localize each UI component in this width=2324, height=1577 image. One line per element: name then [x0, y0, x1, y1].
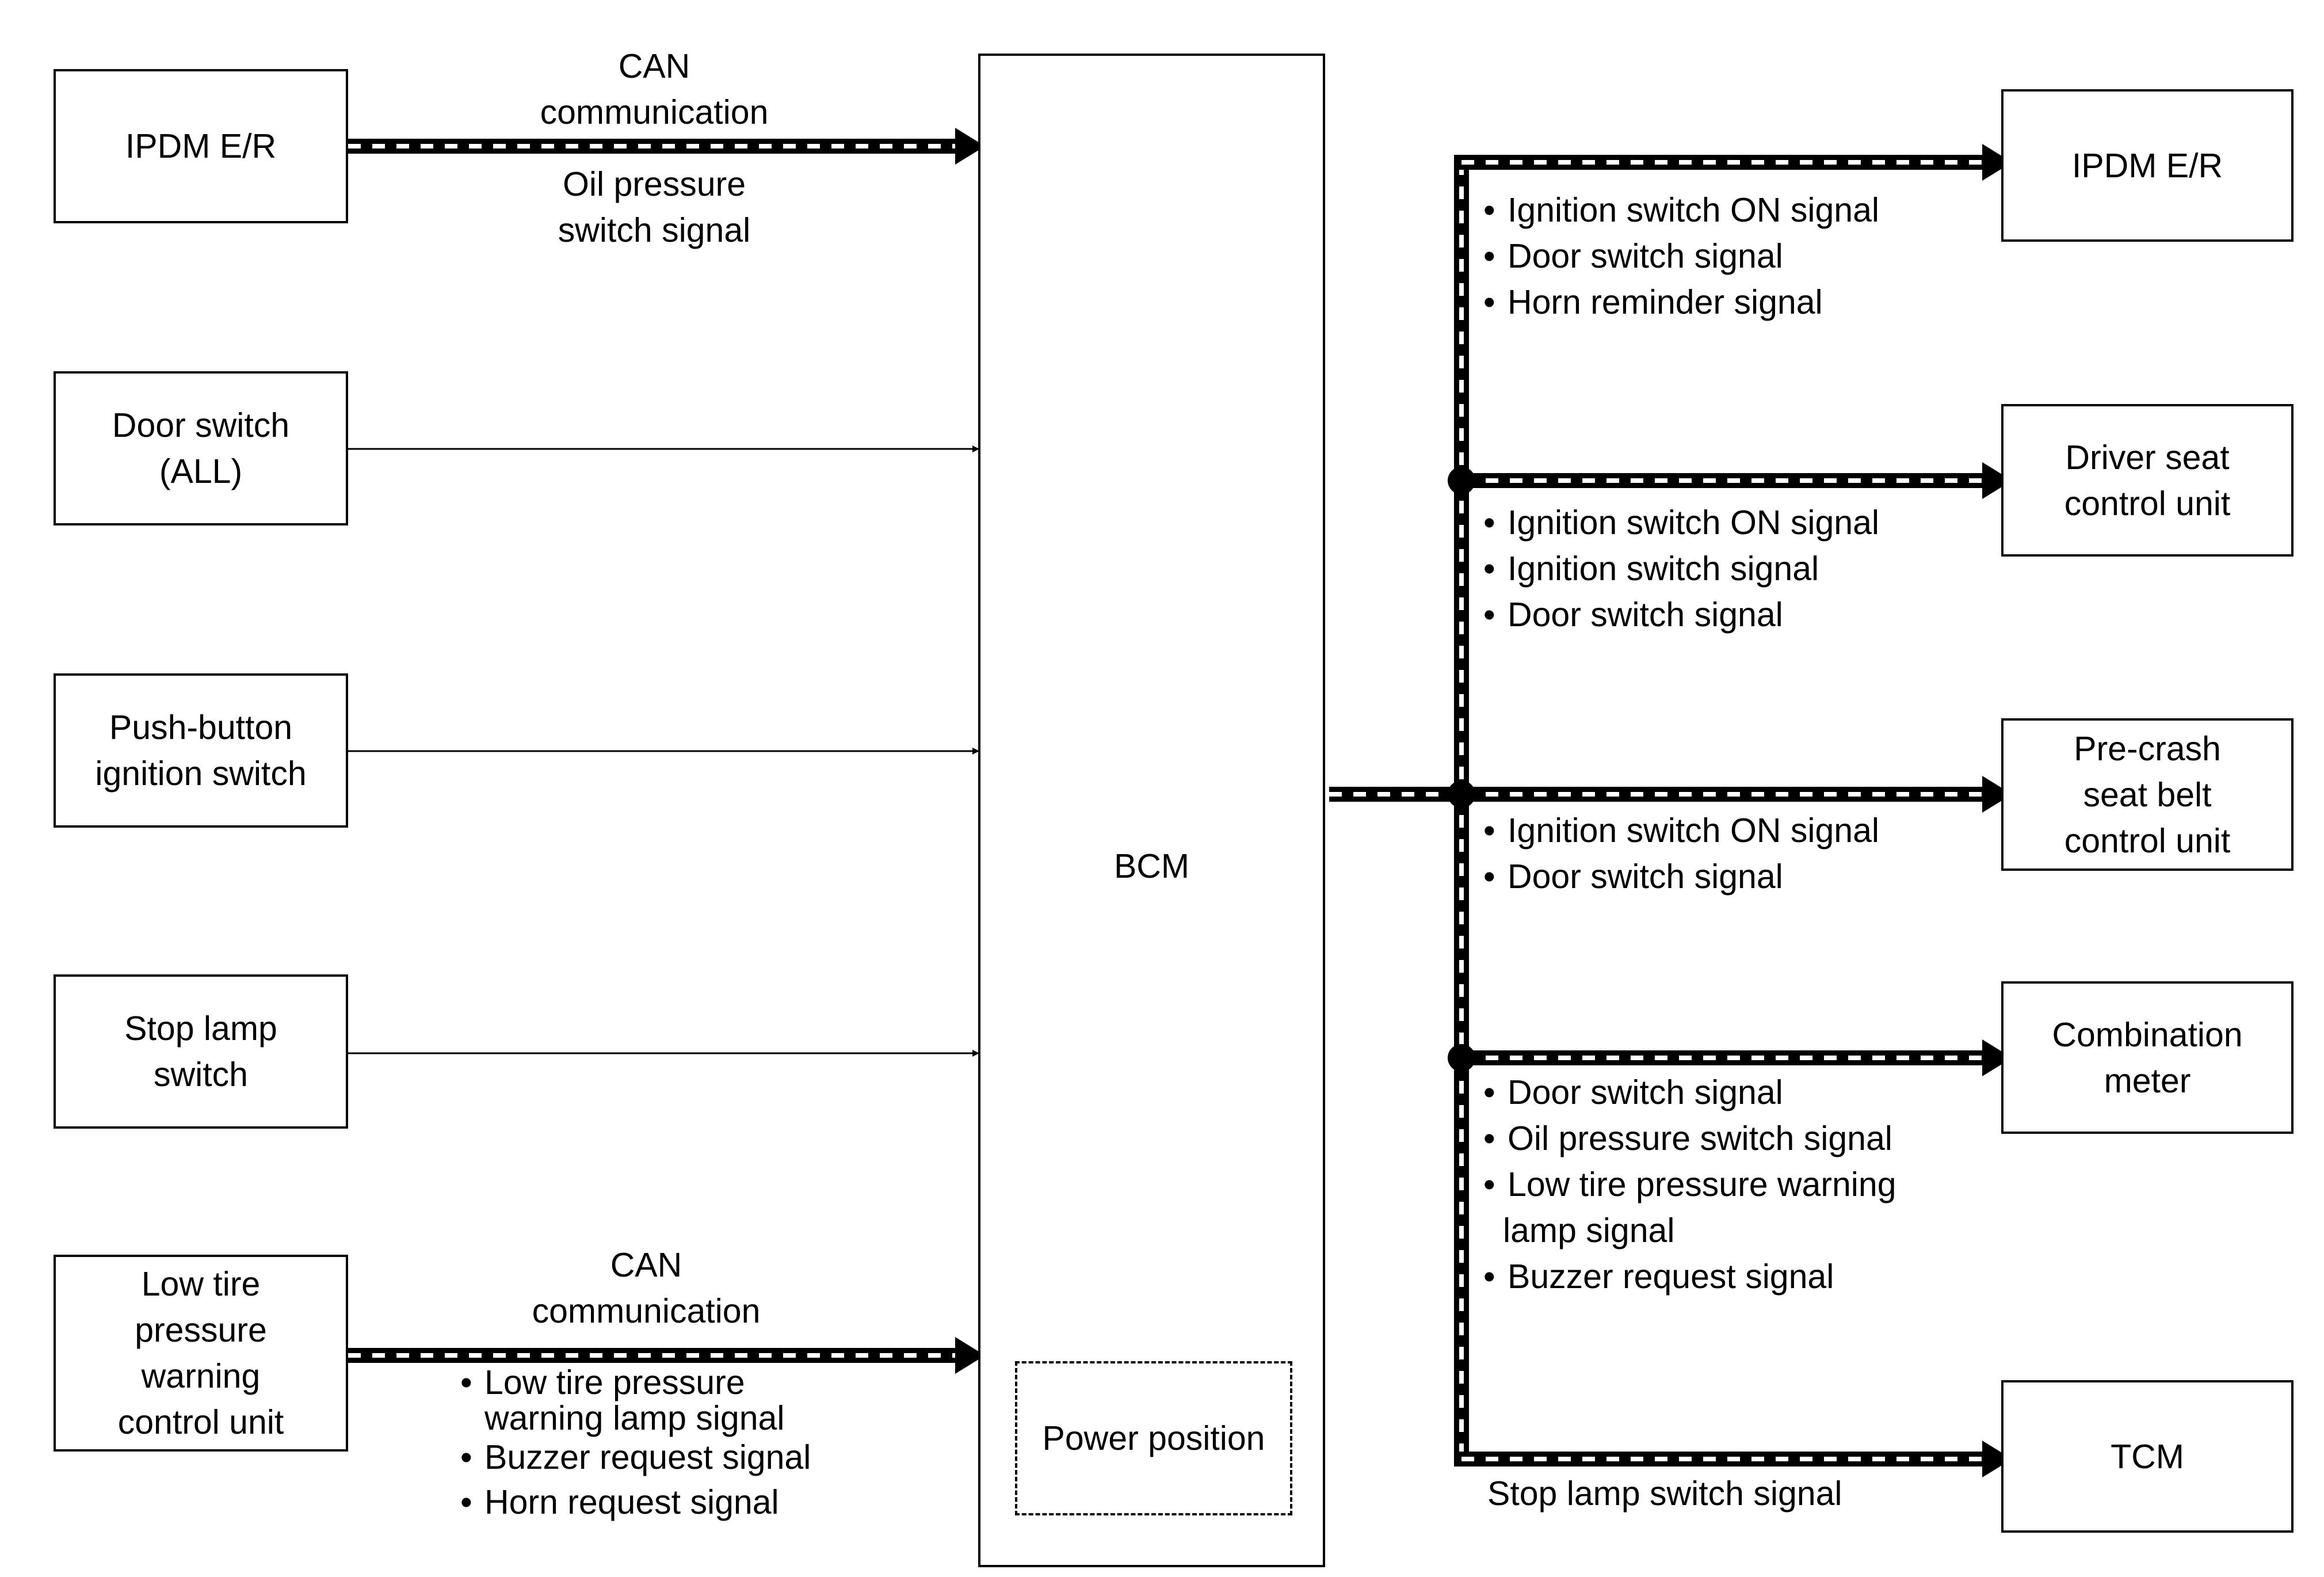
low-tire-signal-item: warning lamp signal — [484, 1399, 785, 1437]
input-label-low-tire: Low tire pressure warning control unit — [117, 1265, 284, 1441]
output-label-tcm: TCM — [2111, 1437, 2184, 1476]
power-position-box: Power position — [1015, 1361, 1292, 1515]
input-box-stop-lamp: Stop lamp switch — [54, 974, 348, 1129]
input-box-low-tire: Low tire pressure warning control unit — [54, 1255, 348, 1452]
output-label-combination-meter: Combination meter — [2052, 1015, 2243, 1100]
low-tire-signal-list: Low tire pressure warning lamp signal Bu… — [460, 1363, 811, 1522]
can-bus-output — [1329, 144, 2012, 1477]
input-label-stop-lamp: Stop lamp switch — [124, 1010, 277, 1094]
output-signal-item: Door switch signal — [1483, 854, 1879, 900]
output-signal-item: Buzzer request signal — [1483, 1254, 1896, 1300]
low-tire-signal-item: Low tire pressure — [460, 1363, 811, 1402]
tcm-signal-label: Stop lamp switch signal — [1487, 1475, 1842, 1513]
output-signal-item: Ignition switch ON signal — [1483, 500, 1879, 546]
low-tire-signal-item: Buzzer request signal — [460, 1438, 811, 1477]
output-box-driver-seat: Driver seat control unit — [2001, 404, 2294, 557]
can-line-ipdm-input — [348, 128, 985, 165]
ipdm-output-signal-list: Ignition switch ON signal Door switch si… — [1483, 187, 1879, 325]
power-position-label: Power position — [1042, 1419, 1265, 1457]
low-tire-can-label: CAN communication — [532, 1246, 761, 1330]
input-label-push-button: Push-button ignition switch — [95, 708, 307, 793]
output-label-pre-crash: Pre-crash seat belt control unit — [2064, 729, 2231, 860]
output-box-pre-crash: Pre-crash seat belt control unit — [2001, 718, 2294, 871]
output-signal-item: Door switch signal — [1483, 233, 1879, 279]
input-box-door-switch: Door switch (ALL) — [54, 371, 348, 525]
combination-meter-output-signal-list: Door switch signal Oil pressure switch s… — [1483, 1069, 1896, 1300]
input-label-ipdm: IPDM E/R — [125, 127, 277, 165]
input-label-door-switch: Door switch (ALL) — [112, 406, 290, 490]
pre-crash-output-signal-list: Ignition switch ON signal Door switch si… — [1483, 807, 1879, 900]
low-tire-signal-item: Horn request signal — [460, 1483, 811, 1522]
output-label-driver-seat: Driver seat control unit — [2064, 438, 2231, 523]
output-signal-item: lamp signal — [1503, 1212, 1675, 1250]
input-box-push-button: Push-button ignition switch — [54, 673, 348, 828]
output-signal-item: Low tire pressure warning — [1483, 1161, 1896, 1207]
input-box-ipdm: IPDM E/R — [54, 69, 348, 223]
output-signal-item: Ignition switch ON signal — [1483, 187, 1879, 233]
output-signal-item: Horn reminder signal — [1483, 279, 1879, 325]
output-signal-item: Door switch signal — [1483, 592, 1879, 638]
can-line-low-tire-input — [348, 1337, 985, 1374]
ipdm-signal-label: Oil pressure switch signal — [558, 165, 751, 249]
output-box-tcm: TCM — [2001, 1380, 2294, 1533]
bcm-label: BCM — [1113, 847, 1190, 885]
output-label-ipdm: IPDM E/R — [2071, 146, 2223, 185]
driver-seat-output-signal-list: Ignition switch ON signal Ignition switc… — [1483, 500, 1879, 638]
output-box-ipdm: IPDM E/R — [2001, 89, 2294, 242]
output-signal-item: Oil pressure switch signal — [1483, 1115, 1896, 1161]
ipdm-can-label: CAN communication — [540, 47, 769, 131]
output-signal-item: Ignition switch signal — [1483, 546, 1879, 592]
bcm-box: BCM Power position — [978, 54, 1325, 1567]
output-box-combination-meter: Combination meter — [2001, 981, 2294, 1134]
output-signal-item: Ignition switch ON signal — [1483, 807, 1879, 854]
output-signal-item: Door switch signal — [1483, 1069, 1896, 1115]
